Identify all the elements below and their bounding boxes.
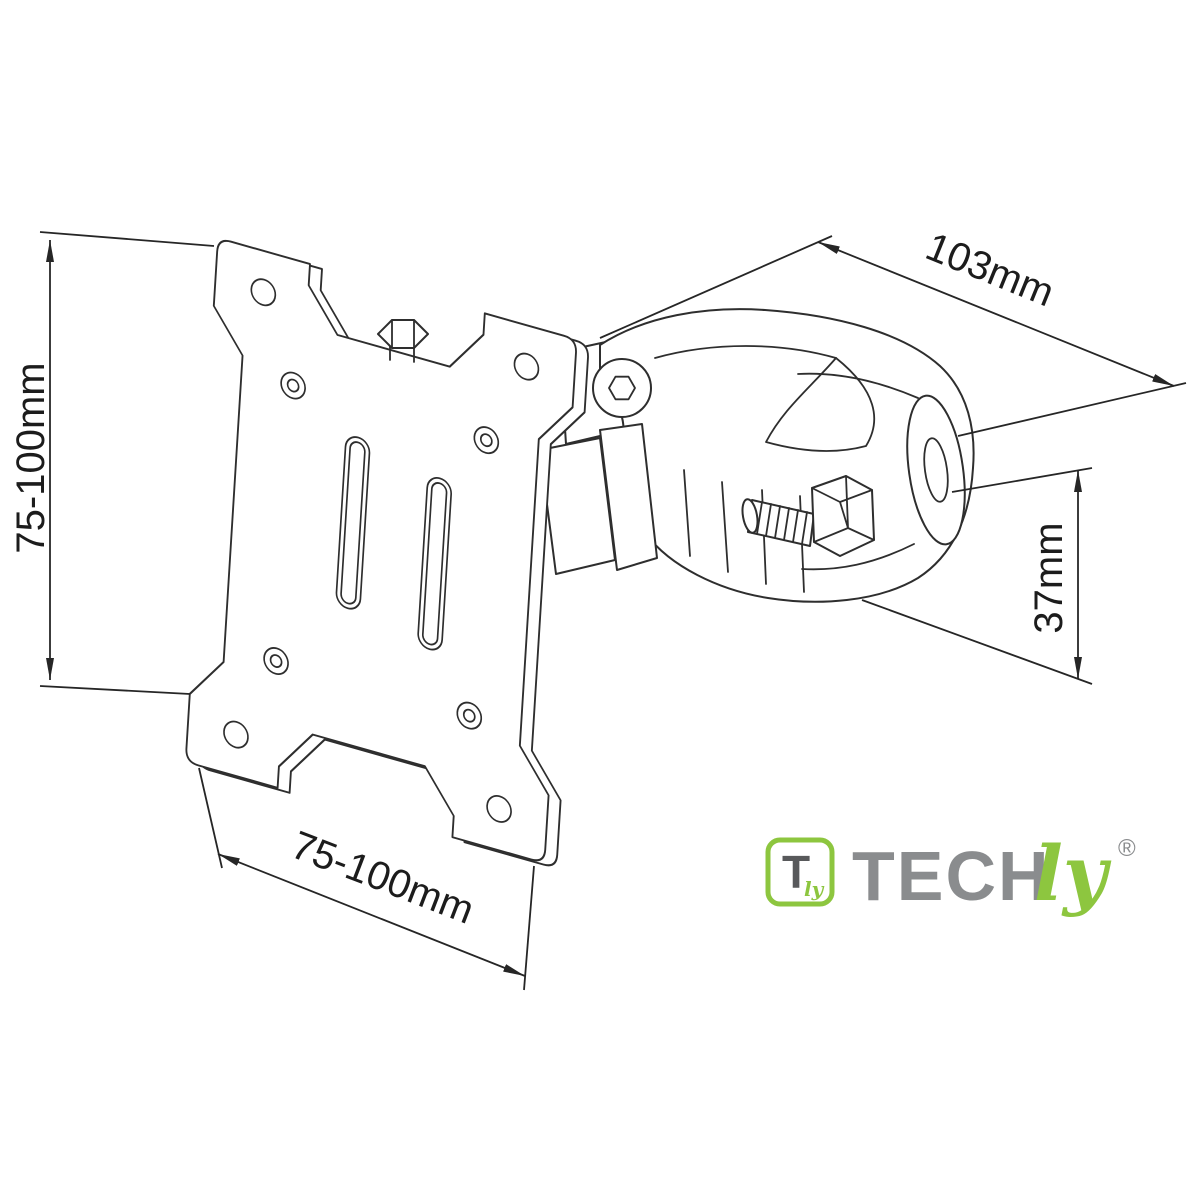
logo-icon bbox=[765, 837, 835, 907]
clamp-mouth bbox=[765, 357, 876, 452]
plate-face bbox=[185, 239, 577, 862]
hinge-bolt-head bbox=[377, 319, 429, 349]
dimension-label-vesa-vertical: 75-100mm bbox=[9, 362, 53, 553]
mounting-hole bbox=[486, 794, 512, 823]
mounting-hole bbox=[263, 647, 289, 675]
dimension-label-clamp-height: 37mm bbox=[1027, 522, 1071, 633]
hex-nut bbox=[811, 475, 875, 557]
mounting-hole bbox=[456, 701, 483, 730]
extension-line bbox=[39, 685, 191, 695]
left-dimension: 75-100mm bbox=[9, 231, 215, 695]
vesa-slot-inner bbox=[421, 482, 448, 646]
mounting-hole bbox=[473, 426, 500, 455]
mounting-hole-inner bbox=[286, 378, 300, 393]
pivot-disc bbox=[592, 358, 652, 418]
extension-line bbox=[523, 865, 535, 991]
extension-line bbox=[198, 767, 223, 869]
logo-wordmark-prefix: TECH bbox=[852, 837, 1051, 915]
logo-icon-letter: T bbox=[782, 846, 810, 898]
mounting-hole-inner bbox=[479, 433, 493, 448]
mounting-hole bbox=[280, 371, 306, 400]
pivot-joint bbox=[592, 358, 652, 418]
vesa-slot bbox=[417, 477, 452, 651]
dimension-line bbox=[817, 241, 1175, 387]
mounting-hole bbox=[250, 278, 277, 307]
vesa-plate bbox=[185, 239, 589, 867]
vesa-slot bbox=[335, 436, 371, 610]
mounting-hole-inner bbox=[462, 708, 476, 723]
extension-line bbox=[861, 599, 1093, 685]
clamp-hook-inner-edge bbox=[654, 345, 837, 359]
vesa-slot-inner bbox=[340, 441, 366, 605]
extension-line bbox=[39, 231, 215, 247]
techly-logo: T ly TECH ly ® bbox=[765, 829, 1136, 918]
pole-end-cap bbox=[906, 394, 966, 546]
extension-line bbox=[957, 382, 1187, 437]
pole-end-cap-inner bbox=[923, 437, 949, 503]
dimension-label-vesa-horizontal: 75-100mm bbox=[286, 823, 480, 933]
extension-line bbox=[599, 235, 833, 339]
clamp-rib bbox=[683, 469, 691, 557]
logo-icon-suffix: ly bbox=[804, 877, 825, 901]
bolt-tip bbox=[741, 498, 759, 534]
logo-wordmark-suffix: ly bbox=[1034, 829, 1112, 918]
clamp-bolt bbox=[741, 475, 875, 557]
dimension-label-arm-length: 103mm bbox=[920, 225, 1060, 316]
registered-mark: ® bbox=[1118, 835, 1136, 862]
mounting-hole bbox=[223, 720, 249, 749]
extension-line bbox=[951, 467, 1093, 493]
clamp-rib bbox=[721, 481, 729, 573]
bolt-threads bbox=[756, 501, 808, 545]
dimension-line bbox=[217, 853, 526, 977]
mounting-hole-inner bbox=[269, 654, 283, 668]
mounting-hole bbox=[513, 352, 540, 381]
right-dimension: 37mm bbox=[861, 467, 1093, 685]
pivot-hex-socket bbox=[608, 375, 636, 401]
pole-bottom-line bbox=[801, 543, 915, 571]
hex-nut-facets bbox=[811, 475, 875, 543]
hinge-bolt bbox=[377, 319, 429, 363]
hinge-front-strip bbox=[599, 423, 658, 571]
